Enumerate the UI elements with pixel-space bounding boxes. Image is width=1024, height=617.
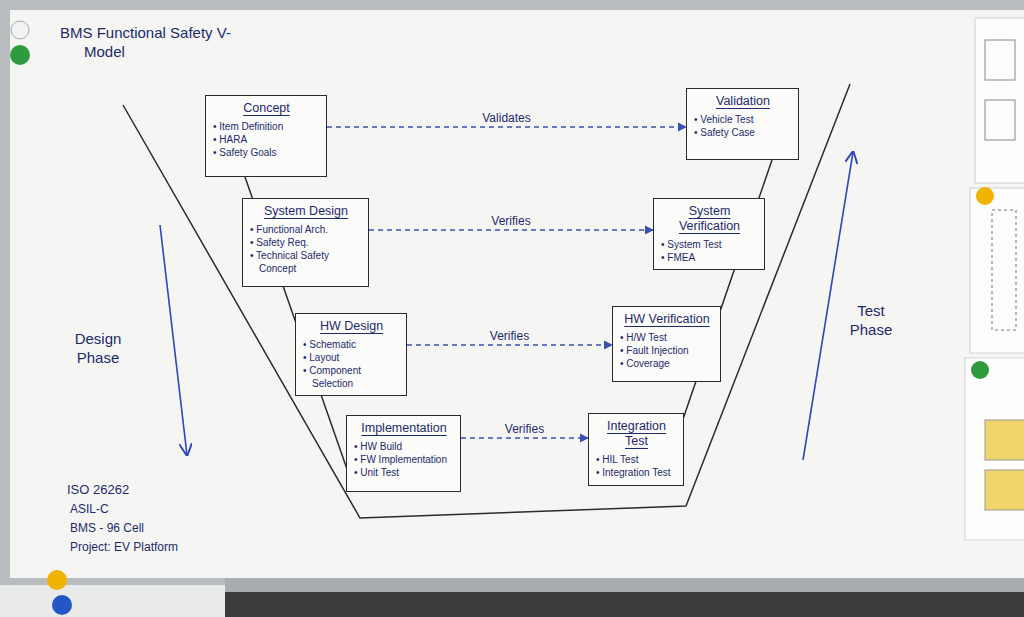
dashed-connector [369,229,653,230]
process-box: HW Verification • H/W Test• Fault Injecti… [612,306,721,382]
box-heading: Integration Test [596,419,677,449]
bullet-item: • H/W Test [620,331,714,344]
bullet-item: • FMEA [661,251,758,264]
dashed-connector [327,126,686,127]
connector-label: Verifies [490,329,529,343]
project-note: ISO 26262 [67,482,227,498]
magnet [10,45,30,65]
bullet-item: • Layout [303,351,400,364]
project-note: BMS - 96 Cell [70,521,230,536]
paper-figure [985,420,1024,460]
bullet-item: • System Test [661,238,758,251]
phase-label: Test Phase [840,302,902,340]
bullet-item: • Technical Safety Concept [250,249,362,275]
paper-sheet [965,358,1024,540]
bullet-item: • HW Build [354,440,454,453]
bullet-item: • Coverage [620,357,714,370]
paper-figure [992,210,1016,330]
bullet-item: • Functional Arch. [250,223,362,236]
paper-sheet [975,18,1024,183]
board-frame [0,0,1024,585]
process-box: Implementation • HW Build• FW Implementat… [346,415,461,492]
process-box: Integration Test • HIL Test• Integration … [588,413,684,486]
phase-arrow [160,225,187,455]
diagram-title: BMS Functional Safety V-Model [60,24,269,62]
process-box: Validation • Vehicle Test• Safety Case [686,88,799,160]
bullet-item: • FW Implementation [354,453,454,466]
box-heading: Implementation [354,421,454,436]
bullet-item: • Safety Case [694,126,792,139]
board-surface [10,10,1024,578]
box-heading: Validation [694,94,792,109]
bullet-item: • Component Selection [303,364,400,390]
project-note: ASIL-C [70,502,230,517]
process-box: HW Design • Schematic• Layout• Component … [295,313,407,396]
process-box: Concept • Item Definition• HARA• Safety G… [205,95,327,177]
process-box: System Verification • System Test• FMEA [653,198,765,270]
box-heading: System Design [250,204,362,219]
magnet [971,361,989,379]
bullet-item: • Fault Injection [620,344,714,357]
magnet [52,595,72,615]
magnet [47,570,67,590]
box-heading: HW Verification [620,312,714,327]
process-box: System Design • Functional Arch.• Safety … [242,198,369,287]
paper-sheet [970,188,1024,353]
dashed-connector [461,437,588,438]
paper-figure [985,40,1015,80]
bullet-item: • Safety Goals [213,146,320,159]
connector-label: Verifies [505,422,544,436]
box-heading: HW Design [303,319,400,334]
box-heading: System Verification [661,204,758,234]
magnet [976,187,994,205]
dashed-connector [407,344,612,345]
paper-figure [985,470,1024,510]
magnet [11,21,29,39]
connector-label: Verifies [491,214,530,228]
v-outline [123,84,850,518]
paper-figure [985,100,1015,140]
bullet-item: • HARA [213,133,320,146]
bullet-item: • Schematic [303,338,400,351]
bullet-item: • Vehicle Test [694,113,792,126]
bullet-item: • Safety Req. [250,236,362,249]
bullet-item: • Item Definition [213,120,320,133]
connector-label: Validates [482,111,530,125]
project-note: Project: EV Platform [70,540,230,555]
phase-arrow [803,152,853,460]
marker-tray [225,578,1024,592]
bullet-item: • Unit Test [354,466,454,479]
bullet-item: • HIL Test [596,453,677,466]
board-corner [0,585,225,617]
box-heading: Concept [213,101,320,116]
bullet-item: • Integration Test [596,466,677,479]
phase-label: Design Phase [62,330,134,368]
